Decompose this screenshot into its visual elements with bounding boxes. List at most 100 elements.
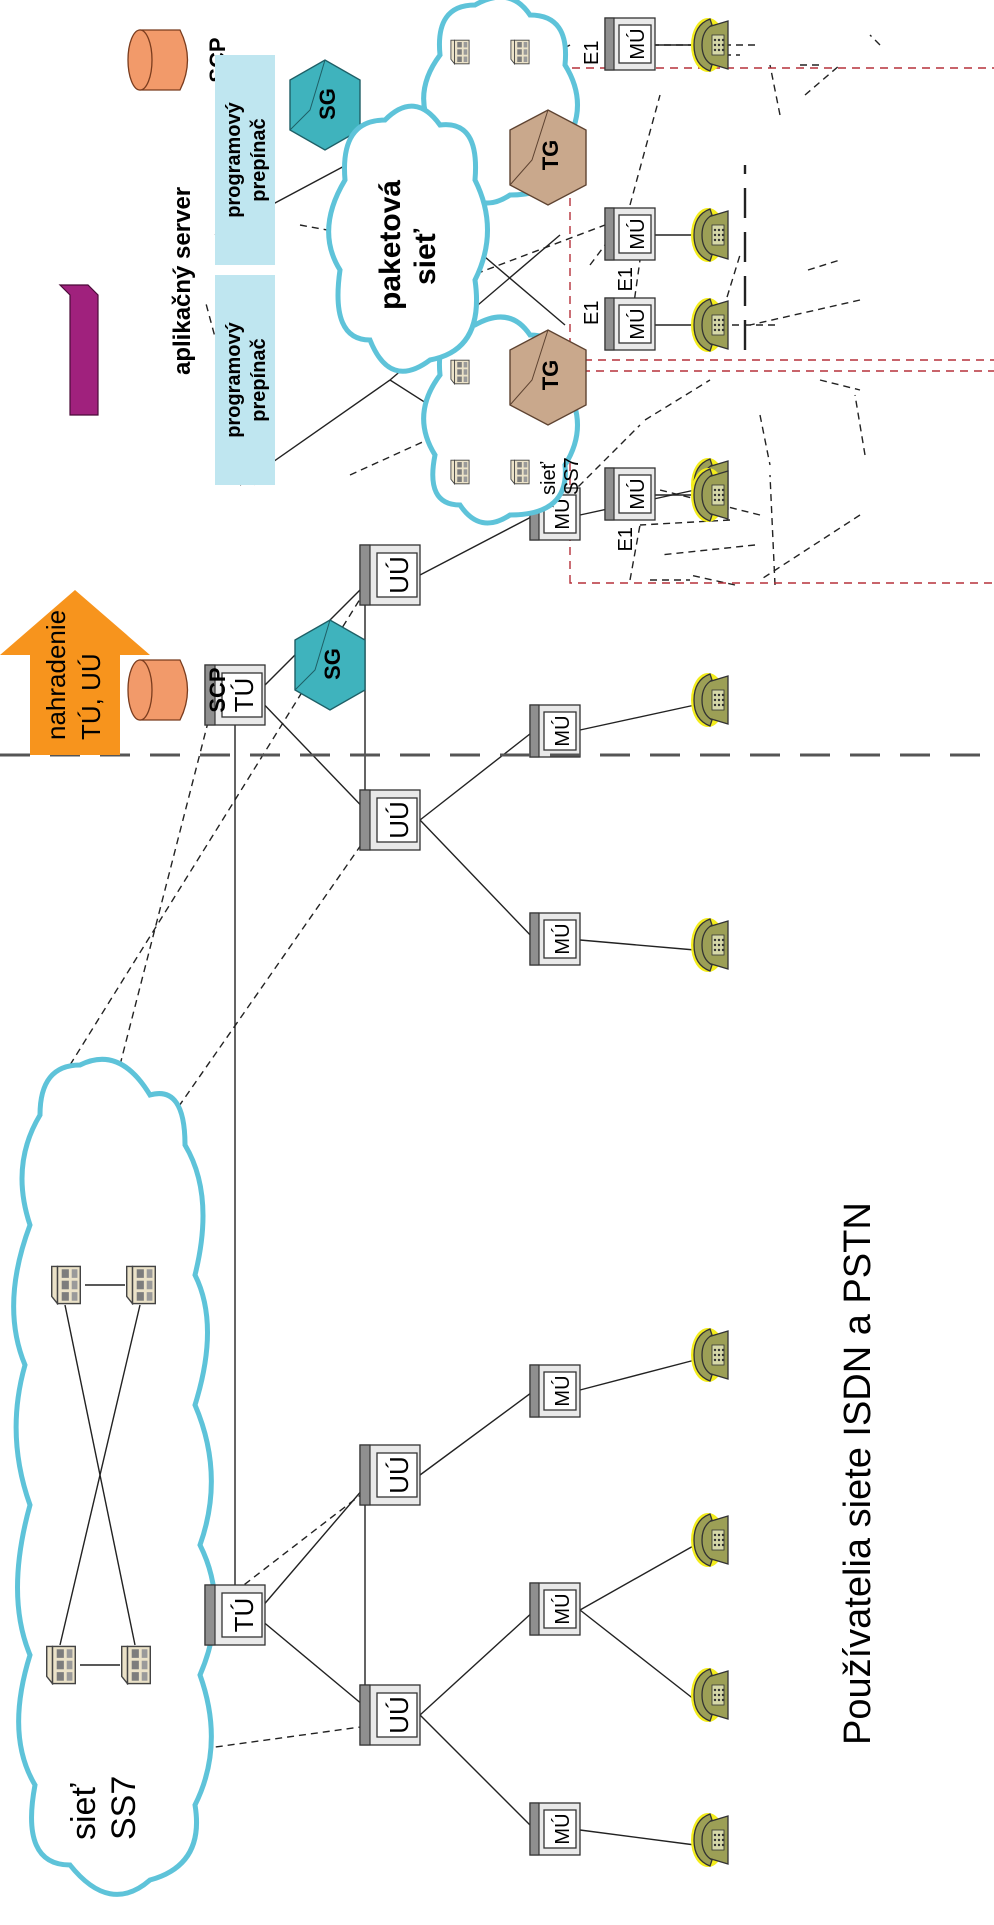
uu-label: UÚ xyxy=(384,1456,414,1494)
e1-label: E1 xyxy=(581,41,603,65)
e1-label: E1 xyxy=(615,527,637,551)
mu-switch: MÚ xyxy=(529,912,581,966)
server-node-icon xyxy=(510,39,530,65)
app-server: aplikačný server xyxy=(58,187,196,416)
database-cylinder-icon xyxy=(139,659,189,721)
caption: Používatelia siete ISDN a PSTN xyxy=(837,1202,879,1745)
scp-label: SCP xyxy=(205,667,230,712)
telephone-icon xyxy=(690,207,729,263)
server-node-icon xyxy=(125,1265,157,1305)
uu-label: UÚ xyxy=(384,1696,414,1734)
region-box-left xyxy=(569,370,994,584)
softswitch-label-2: prepínač xyxy=(248,118,270,201)
ss7-left-label-2: SS7 xyxy=(105,1776,143,1840)
mu-label: MÚ xyxy=(551,1375,574,1406)
sg-label: SG xyxy=(315,88,340,120)
sg-gateway-2: SG xyxy=(289,59,361,151)
telephone-icon xyxy=(690,467,729,523)
softswitch-label-1: programový xyxy=(223,321,245,437)
arrow-label-1: nahradenie xyxy=(41,610,71,740)
gateway-cube-icon xyxy=(289,59,361,151)
scp-database-2: SCP xyxy=(127,29,230,91)
packet-label-2: sieť xyxy=(409,228,442,285)
mu-label: MÚ xyxy=(551,715,574,746)
softswitch-label-1: programový xyxy=(223,101,245,217)
mu-label: MÚ xyxy=(626,218,649,249)
ss7-small-label-1: sieť xyxy=(538,461,560,495)
mu-switch: MÚ xyxy=(529,1364,581,1418)
uu-switch-1: UÚ xyxy=(359,1684,421,1746)
server-node-icon xyxy=(50,1265,82,1305)
right-phones xyxy=(690,17,729,523)
mu-switch: MÚ xyxy=(529,1582,581,1636)
mu-label: MÚ xyxy=(551,1593,574,1624)
mu-switch: MÚ xyxy=(604,207,656,261)
tu-switch-2: TÚ xyxy=(204,664,266,726)
region-box-right xyxy=(569,67,994,361)
ss7-left-label-1: sieť xyxy=(65,1783,103,1840)
packet-network-cloud: paketová sieť xyxy=(326,103,490,374)
softswitch-2: programový prepínač xyxy=(215,55,275,265)
replacement-arrow: nahradenie TÚ, UÚ xyxy=(0,590,150,755)
tg-label: TG xyxy=(538,360,563,391)
tg-gateway-2: TG xyxy=(509,109,587,206)
arrow-label-2: TÚ, UÚ xyxy=(76,653,106,740)
tg-gateway-1: TG xyxy=(509,329,587,426)
uu-switch-2: UÚ xyxy=(359,1444,421,1506)
scp-database-1: SCP xyxy=(127,659,230,721)
uu-label: UÚ xyxy=(384,556,414,594)
telephone-icon xyxy=(690,1512,729,1568)
telephone-icon xyxy=(690,297,729,353)
tu-label: TÚ xyxy=(229,1598,259,1633)
mu-switch: MÚ xyxy=(604,297,656,351)
mu-switch: MÚ xyxy=(604,17,656,71)
mu-label: MÚ xyxy=(551,923,574,954)
tu-label: TÚ xyxy=(229,678,259,713)
mu-label: MÚ xyxy=(626,28,649,59)
ss7-small-label-2: SS7 xyxy=(561,457,583,495)
softswitch-1: programový prepínač xyxy=(215,275,275,485)
tu-switch-1: TÚ xyxy=(204,1584,266,1646)
uu-switch-3: UÚ xyxy=(359,789,421,851)
left-switches: TÚ TÚ UÚ UÚ UÚ UÚ xyxy=(204,487,581,1856)
arrow-right-icon xyxy=(0,590,150,755)
database-cylinder-icon xyxy=(139,29,189,91)
mu-label: MÚ xyxy=(626,478,649,509)
softswitch-label-2: prepínač xyxy=(248,338,270,421)
sg-gateway-1: SG xyxy=(294,619,366,711)
sg-label: SG xyxy=(320,648,345,680)
ss7-cloud-left: sieť SS7 xyxy=(11,1056,218,1897)
packet-label-1: paketová xyxy=(374,180,407,310)
telephone-icon xyxy=(690,1812,729,1868)
telephone-icon xyxy=(690,17,729,73)
mu-switch: MÚ xyxy=(529,1802,581,1856)
gateway-cube-icon xyxy=(509,329,587,426)
mu-label: MÚ xyxy=(551,498,574,529)
telephone-icon xyxy=(690,917,729,973)
server-node-icon xyxy=(120,1645,152,1685)
server-node-icon xyxy=(450,459,470,485)
e1-label: E1 xyxy=(581,301,603,325)
app-server-label: aplikačný server xyxy=(169,187,196,375)
gateway-cube-icon xyxy=(294,619,366,711)
server-node-icon xyxy=(45,1645,77,1685)
e1-label: E1 xyxy=(615,267,637,291)
mu-switch: MÚ xyxy=(529,704,581,758)
mu-switch: MÚ xyxy=(604,467,656,521)
telephone-icon xyxy=(690,672,729,728)
uu-switch-4: UÚ xyxy=(359,544,421,606)
server-node-icon xyxy=(450,39,470,65)
app-server-box-icon xyxy=(58,284,99,416)
left-phones xyxy=(690,457,729,1868)
region-boxes xyxy=(569,67,994,584)
tg-label: TG xyxy=(538,140,563,171)
gateway-cube-icon xyxy=(509,109,587,206)
mu-label: MÚ xyxy=(551,1813,574,1844)
mu-label: MÚ xyxy=(626,308,649,339)
server-node-icon xyxy=(510,459,530,485)
server-node-icon xyxy=(450,359,470,385)
telephone-icon xyxy=(690,1667,729,1723)
telephone-icon xyxy=(690,1327,729,1383)
uu-label: UÚ xyxy=(384,801,414,839)
